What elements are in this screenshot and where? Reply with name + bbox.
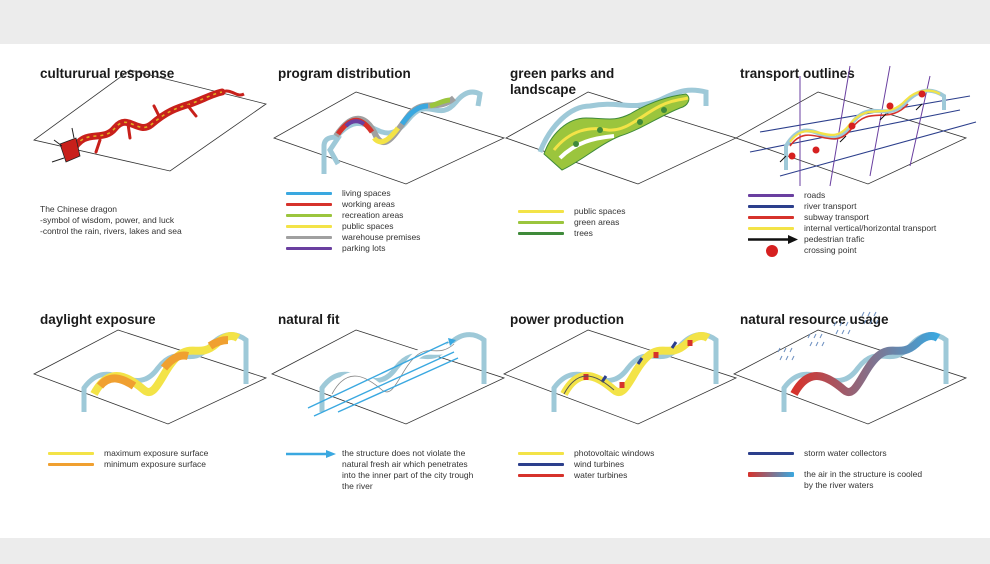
legend-swatch (518, 210, 564, 213)
legend-label: water turbines (574, 470, 628, 480)
gradient-label: the air in the structure is cooled by th… (804, 469, 922, 491)
daylight-diagram (33, 329, 268, 425)
legend-swatch (748, 194, 794, 197)
natural-fit-description: the structure does not violate the natur… (342, 448, 473, 492)
legend-label: green areas (574, 217, 620, 227)
panel-power-production: power production photovoltaic windows wi… (503, 312, 750, 562)
panel-title: natural resource usage (740, 312, 889, 327)
gradient-label-line: the air in the structure is cooled (804, 469, 923, 479)
legend-swatch (748, 452, 794, 455)
panel-title: program distribution (278, 66, 411, 81)
natural-fit-diagram (271, 329, 506, 425)
panel-program-distribution: program distribution living spaces worki… (273, 66, 518, 316)
panel-title: transport outlines (740, 66, 855, 81)
description-line: -control the rain, rivers, lakes and sea (40, 226, 182, 236)
legend-label: working areas (342, 199, 395, 209)
description-line: the structure does not violate the (342, 448, 466, 458)
legend-swatch (286, 247, 332, 250)
arrow-right-icon (286, 450, 336, 458)
legend-swatch (286, 192, 332, 195)
power-diagram (503, 329, 738, 425)
legend-label: recreation areas (342, 210, 404, 220)
legend-swatch (518, 474, 564, 477)
panel-title: natural fit (278, 312, 340, 327)
description-line: into the inner part of the city trough (342, 470, 474, 480)
legend-label: photovoltaic windows (574, 448, 655, 458)
legend-swatch (748, 205, 794, 208)
legend-label: maximum exposure surface (104, 448, 209, 458)
legend-swatch (286, 236, 332, 239)
gradient-swatch (748, 472, 794, 477)
legend-label: crossing point (804, 245, 857, 255)
legend-swatch (518, 232, 564, 235)
legend-swatch (286, 225, 332, 228)
legend-swatch (286, 203, 332, 206)
legend-label: roads (804, 190, 826, 200)
arrow-right-icon (748, 235, 798, 244)
gradient-label-line: by the river waters (804, 480, 874, 490)
legend-swatch (518, 221, 564, 224)
dragon-illustration (33, 69, 267, 172)
panel-transport-outlines: transport outlines roads river transport… (735, 65, 980, 316)
dragon-description: The Chinese dragon -symbol of wisdom, po… (40, 204, 182, 237)
legend-label: storm water collectors (804, 448, 887, 458)
description-line: -symbol of wisdom, power, and luck (40, 215, 175, 225)
legend-label: internal vertical/horizontal transport (804, 223, 937, 233)
program-distribution-diagram (273, 89, 506, 185)
panel-cultural-response: cultururual response The Chinese dragon … (33, 66, 280, 316)
resource-diagram (733, 311, 968, 425)
description-line: The Chinese dragon (40, 204, 118, 214)
panel-title: green parks and landscape (510, 66, 615, 97)
legend-label: river transport (804, 201, 857, 211)
description-line: natural fresh air which penetrates (342, 459, 468, 469)
legend-swatch (748, 227, 794, 230)
legend-label: trees (574, 228, 593, 238)
legend-swatch (286, 214, 332, 217)
panel-green-parks: green parks and landscape public spaces … (505, 66, 750, 316)
panel-title: power production (510, 312, 624, 327)
panel-natural-resource-usage: natural resource usage storm water colle… (733, 311, 980, 562)
legend-label: public spaces (342, 221, 394, 231)
legend-swatch (748, 216, 794, 219)
crossing-point-icon (766, 245, 778, 257)
panel-daylight-exposure: daylight exposure maximum exposure surfa… (33, 312, 280, 562)
legend-label: wind turbines (574, 459, 625, 469)
legend-label: public spaces (574, 206, 626, 216)
panel-title: daylight exposure (40, 312, 156, 327)
legend-swatch (48, 463, 94, 466)
panel-natural-fit: natural fit the structure does not viola… (271, 312, 518, 562)
panel-title: cultururual response (40, 66, 175, 81)
legend-swatch (518, 463, 564, 466)
legend-label: parking lots (342, 243, 386, 253)
transport-diagram (735, 65, 977, 187)
description-line: the river (342, 481, 373, 491)
legend-label: pedestrian trafic (804, 234, 865, 244)
legend-label: subway transport (804, 212, 869, 222)
legend-swatch (518, 452, 564, 455)
bottom-margin-band (0, 538, 990, 564)
legend-label: warehouse premises (342, 232, 421, 242)
legend-label: minimum exposure surface (104, 459, 207, 469)
top-margin-band (0, 0, 990, 44)
green-parks-diagram (505, 87, 738, 185)
legend-swatch (48, 452, 94, 455)
legend-label: living spaces (342, 188, 391, 198)
